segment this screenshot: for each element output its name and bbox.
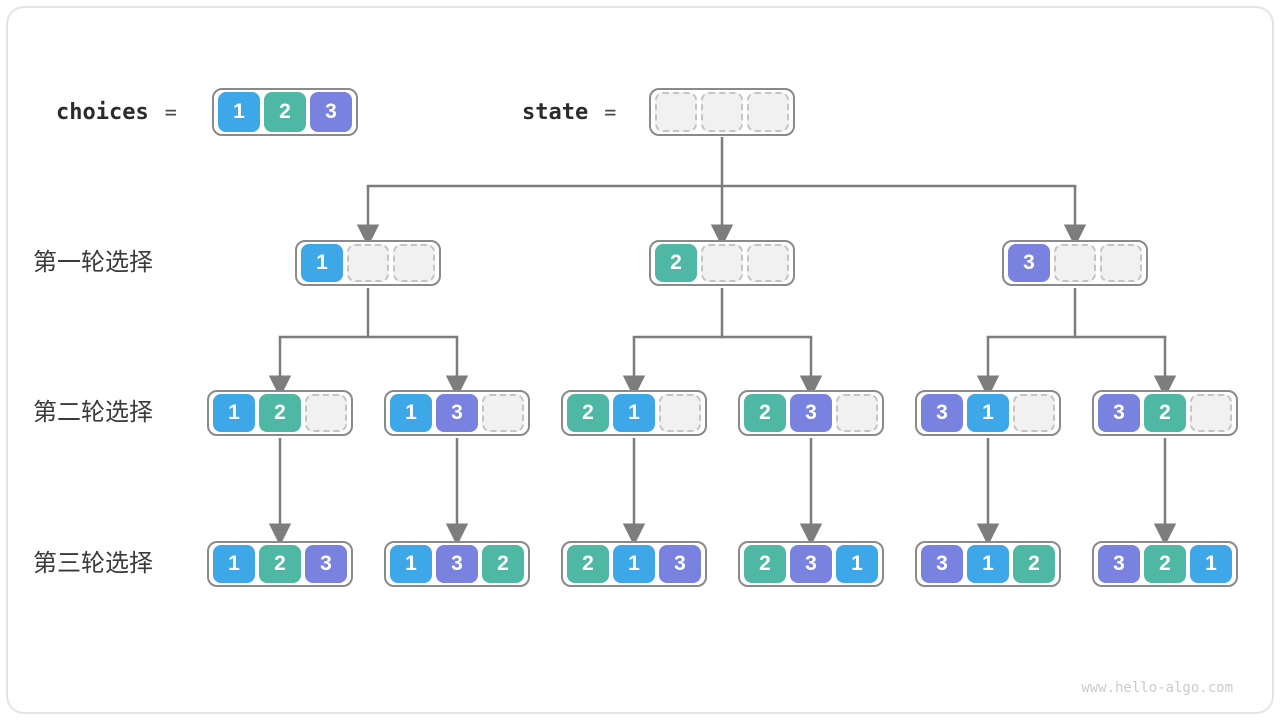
cell-value-1: 1 [967,545,1009,583]
node-round1-1ee: 1 [295,240,441,286]
cell-value-3: 3 [1098,394,1140,432]
cell-value-3: 3 [310,92,352,132]
cell-value-1: 1 [390,545,432,583]
row-label-round-1: 第一轮选择 [33,249,153,276]
cell-value-1: 1 [213,545,255,583]
state-array-node [649,88,795,136]
cell-value-1: 1 [613,394,655,432]
cell-value-3: 3 [790,545,832,583]
cell-empty [482,394,524,432]
cell-value-3: 3 [921,394,963,432]
cell-value-2: 2 [744,394,786,432]
node-round1-3ee: 3 [1002,240,1148,286]
cell-empty [1013,394,1055,432]
cell-value-2: 2 [567,394,609,432]
cell-value-2: 2 [482,545,524,583]
cell-value-3: 3 [921,545,963,583]
choices-label: choices [56,99,149,125]
cell-value-3: 3 [1008,244,1050,282]
cell-empty [747,92,789,132]
cell-value-2: 2 [264,92,306,132]
cell-empty [1100,244,1142,282]
state-equals-sign: = [604,100,617,124]
cell-value-3: 3 [659,545,701,583]
node-round1-2ee: 2 [649,240,795,286]
cell-empty [305,394,347,432]
cell-empty [347,244,389,282]
state-label: state [522,99,589,125]
cell-value-1: 1 [613,545,655,583]
cell-value-2: 2 [1013,545,1055,583]
watermark: www.hello-algo.com [1081,680,1233,696]
cell-value-3: 3 [436,545,478,583]
cell-value-1: 1 [218,92,260,132]
cell-value-1: 1 [836,545,878,583]
cell-value-1: 1 [213,394,255,432]
cell-value-1: 1 [301,244,343,282]
cell-value-2: 2 [567,545,609,583]
card-border [6,6,1274,714]
cell-empty [701,92,743,132]
cell-value-1: 1 [390,394,432,432]
choices-equals-sign: = [164,100,177,124]
cell-value-3: 3 [436,394,478,432]
cell-value-2: 2 [1144,545,1186,583]
row-label-round-3: 第三轮选择 [33,550,153,577]
cell-value-1: 1 [967,394,1009,432]
cell-value-3: 3 [1098,545,1140,583]
cell-value-3: 3 [790,394,832,432]
cell-empty [701,244,743,282]
row-label-round-2: 第二轮选择 [33,399,153,426]
cell-empty [1190,394,1232,432]
cell-empty [836,394,878,432]
choices-header: choices = [56,88,177,136]
cell-value-2: 2 [655,244,697,282]
cell-value-2: 2 [259,394,301,432]
cell-value-1: 1 [1190,545,1232,583]
state-header: state = [522,88,616,136]
cell-empty [655,92,697,132]
cell-empty [1054,244,1096,282]
cell-value-2: 2 [259,545,301,583]
cell-empty [747,244,789,282]
cell-value-2: 2 [1144,394,1186,432]
cell-value-3: 3 [305,545,347,583]
cell-empty [659,394,701,432]
cell-empty [393,244,435,282]
cell-value-2: 2 [744,545,786,583]
